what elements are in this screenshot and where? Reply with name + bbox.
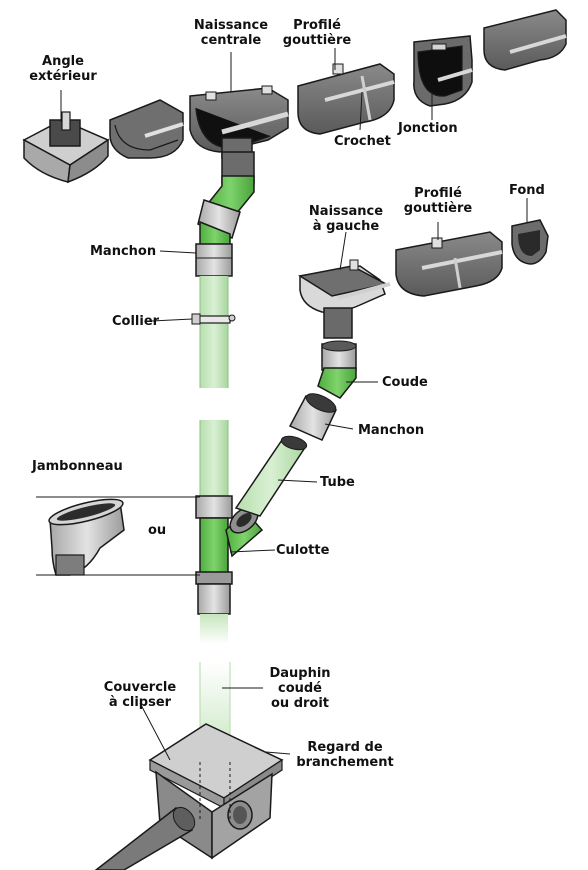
label-tube: Tube: [320, 475, 355, 490]
label-ou: ou: [148, 523, 166, 538]
label-jambonneau: Jambonneau: [32, 459, 123, 474]
jonction-piece: [414, 36, 472, 106]
label-dauphin-line1: Dauphin: [250, 666, 350, 681]
label-couvercle: Couvercle à clipser: [90, 680, 190, 710]
label-collier: Collier: [112, 314, 159, 329]
manchon-right-piece: [290, 390, 338, 440]
naissance-centrale-piece: [190, 86, 288, 158]
coude-piece: [318, 341, 356, 398]
label-angle-exterieur-line2: extérieur: [8, 69, 118, 84]
label-fond: Fond: [509, 183, 545, 198]
regard-branchement-piece: [96, 724, 282, 870]
label-couvercle-line1: Couvercle: [90, 680, 190, 695]
label-naissance-gauche-line1: Naissance: [292, 204, 400, 219]
label-crochet: Crochet: [334, 134, 391, 149]
label-profile-gouttiere-1: Profilé gouttière: [262, 18, 372, 48]
label-manchon-right: Manchon: [358, 423, 424, 438]
gutter-segment-long: [484, 10, 566, 70]
profile-gouttiere-2-piece: [396, 232, 502, 296]
label-manchon-top: Manchon: [90, 244, 156, 259]
label-dauphin: Dauphin coudé ou droit: [250, 666, 350, 711]
label-angle-exterieur: Angle extérieur: [8, 54, 118, 84]
label-regard-line1: Regard de: [280, 740, 410, 755]
label-naissance-gauche: Naissance à gauche: [292, 204, 400, 234]
label-regard-line2: branchement: [280, 755, 410, 770]
label-profile2-line1: Profilé: [386, 186, 490, 201]
tube-piece: [236, 434, 308, 516]
label-coude: Coude: [382, 375, 428, 390]
label-naissance-gauche-line2: à gauche: [292, 219, 400, 234]
jambonneau-piece: [36, 494, 200, 575]
label-dauphin-line2: coudé: [250, 681, 350, 696]
angle-exterieur-piece: [24, 112, 108, 182]
label-culotte: Culotte: [276, 543, 329, 558]
fond-piece: [512, 220, 548, 264]
profile-gouttiere-1-piece: [298, 64, 394, 134]
naissance-gauche-piece: [300, 260, 390, 338]
gutter-segment-small: [110, 100, 183, 158]
label-regard: Regard de branchement: [280, 740, 410, 770]
label-profile1-line1: Profilé: [262, 18, 372, 33]
label-profile-gouttiere-2: Profilé gouttière: [386, 186, 490, 216]
label-jonction: Jonction: [398, 121, 458, 136]
label-profile2-line2: gouttière: [386, 201, 490, 216]
label-angle-exterieur-line1: Angle: [8, 54, 118, 69]
label-profile1-line2: gouttière: [262, 33, 372, 48]
label-dauphin-line3: ou droit: [250, 696, 350, 711]
label-couvercle-line2: à clipser: [90, 695, 190, 710]
